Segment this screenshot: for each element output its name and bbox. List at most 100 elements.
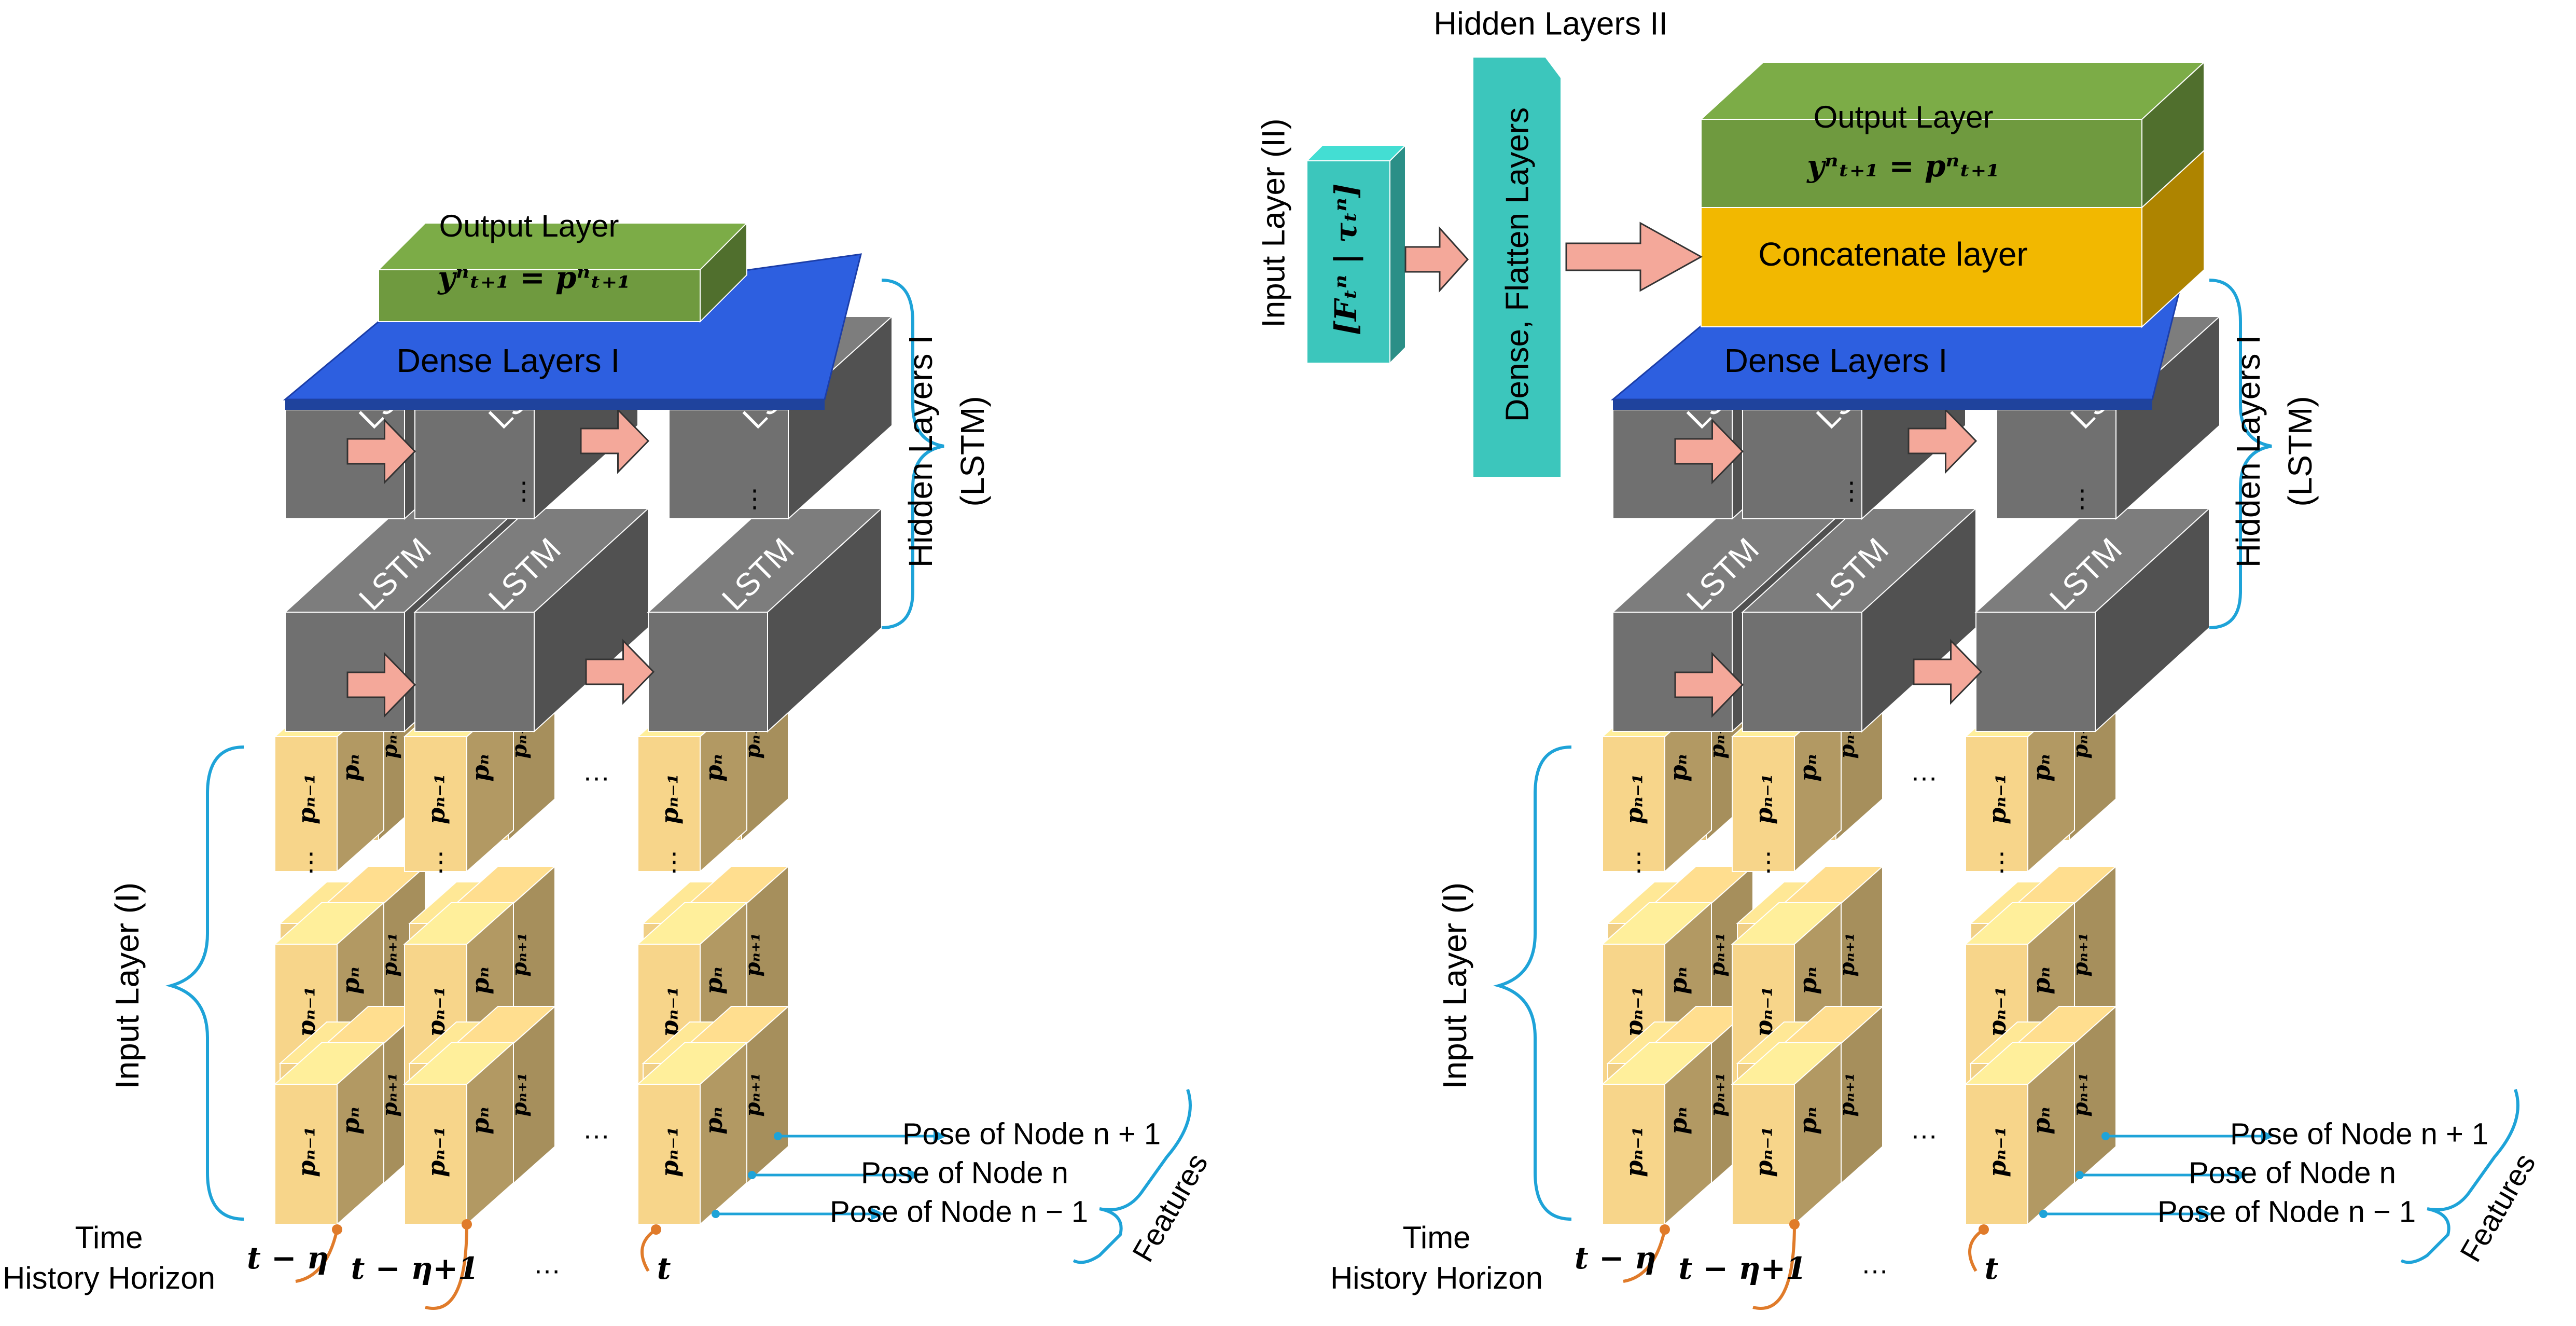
feature-pointer-head [934,1130,946,1142]
feature-p-cur-label: pₙ [1794,1107,1822,1134]
feature-pose-label: Pose of Node n [2189,1156,2396,1190]
time-label: History Horizon [1330,1261,1543,1295]
feature-p-cur-label: pₙ [466,754,494,781]
hidden-layers-bracket [2209,279,2272,629]
hidden-layers-label: Hidden Layers I [2230,335,2267,568]
feature-p-cur-label: pₙ [466,966,494,994]
hidden-layers-2-label: Hidden Layers II [1433,6,1667,42]
box-front [1306,160,1390,364]
feature-pose-label: Pose of Node n + 1 [2230,1117,2488,1151]
box-front [414,409,535,519]
feature-p-cur-label: pₙ [466,1107,494,1134]
feature-pointer-head [2199,1208,2212,1220]
box-front [648,612,768,732]
feature-p-prev-label: pₙ₋₁ [656,1126,684,1177]
feature-pointer-head [908,1169,921,1181]
box-front [414,612,535,732]
features-bracket [2400,1089,2519,1264]
feature-pose-label: Pose of Node n − 1 [830,1195,1088,1228]
time-curve [1623,1229,1666,1283]
input-layer-label: Input Layer (I) [108,882,146,1089]
dense-layer-edge [285,399,825,410]
box-front [1975,612,2096,732]
flow-arrow [1404,226,1469,293]
feature-p-prev-label: pₙ₋₁ [293,1126,321,1177]
box-front [1965,1084,2028,1225]
feature-p-cur-label: pₙ [337,754,365,781]
box-front [1965,736,2028,872]
feature-p-prev-label: pₙ₋₁ [1983,774,2011,824]
feature-p-prev-label: pₙ₋₁ [656,986,684,1037]
flow-arrow [1913,639,1983,705]
dense-layer-edge [1613,399,2152,410]
concatenate-label: Concatenate layer [1758,236,2027,273]
flow-arrow [580,408,650,474]
feature-pointer-head [871,1208,884,1220]
feature-p-cur-label: pₙ [1664,966,1692,994]
box-side [1389,144,1406,365]
input-cube-front [403,1041,515,1226]
flow-arrow [1907,408,1978,474]
flow-arrow [1565,222,1703,292]
feature-p-prev-label: pₙ₋₁ [422,1126,450,1177]
time-curve [1968,1228,1985,1272]
box-front [1742,612,1862,732]
input-cube-front [1964,1041,2076,1226]
feature-p-cur-label: pₙ [2027,966,2055,994]
horizontal-ellipsis: … [1910,755,1938,786]
vertical-ellipsis: ⋮ [1839,478,1864,505]
feature-p-next-label: pₙ₊₁ [507,933,532,977]
time-curve [295,1229,339,1283]
vertical-ellipsis: ⋮ [662,849,687,876]
feature-p-next-label: pₙ₊₁ [1705,933,1730,977]
vertical-ellipsis: ⋮ [1989,849,2014,876]
feature-p-prev-label: pₙ₋₁ [1620,986,1648,1037]
time-curve [425,1224,468,1310]
input-cube-front [1731,1041,1843,1226]
horizontal-ellipsis: … [1910,1113,1938,1144]
feature-p-prev-label: pₙ₋₁ [422,774,450,824]
box-front [1602,736,1665,872]
feature-p-prev-label: pₙ₋₁ [422,986,450,1037]
output-layer-label: Output Layer [439,209,619,243]
feature-p-prev-label: pₙ₋₁ [293,986,321,1037]
input-layer-2-block [1305,144,1407,365]
box-front [274,1084,338,1225]
feature-p-next-label: pₙ₊₁ [741,1073,765,1117]
feature-pose-label: Pose of Node n + 1 [902,1117,1161,1151]
lstm-block [1741,507,1978,733]
input-layer-bracket [1493,745,1572,1221]
box-front [378,269,701,322]
time-curve [640,1228,657,1272]
dense-layers-label: Dense Layers I [1724,342,1947,379]
vertical-ellipsis: ⋮ [1626,849,1651,876]
box-top [1305,145,1407,161]
output-layer [377,222,748,323]
box-front [404,1084,467,1225]
box-front [669,409,789,519]
feature-p-cur-label: pₙ [2027,754,2055,781]
horizontal-ellipsis: … [582,1113,610,1144]
feature-p-next-label: pₙ₊₁ [1705,1073,1730,1117]
feature-p-cur-label: pₙ [1794,966,1822,994]
feature-p-prev-label: pₙ₋₁ [1750,774,1778,824]
vertical-ellipsis: ⋮ [299,849,324,876]
box-front [404,736,467,872]
feature-p-cur-label: pₙ [2027,1107,2055,1134]
flow-arrow [1674,652,1744,718]
dense-layers-label: Dense Layers I [397,342,620,379]
feature-p-next-label: pₙ₊₁ [378,1073,402,1117]
feature-p-prev-label: pₙ₋₁ [1983,1126,2011,1177]
feature-p-cur-label: pₙ [337,1107,365,1134]
input-layer-label: Input Layer (I) [1436,882,1473,1089]
feature-pointer-head [2261,1130,2274,1142]
feature-p-prev-label: pₙ₋₁ [1750,1126,1778,1177]
input-cube-front [1601,1041,1713,1226]
input-cube-front [636,1041,748,1226]
vertical-ellipsis: ⋮ [428,849,453,876]
